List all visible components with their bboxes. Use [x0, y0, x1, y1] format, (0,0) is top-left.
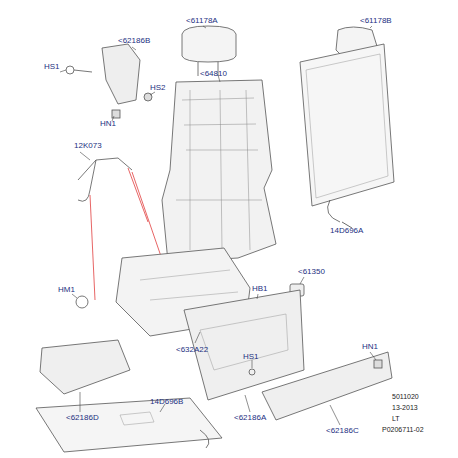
callout-number: HM1 [58, 285, 75, 294]
bolt [66, 66, 74, 74]
back-panel [300, 44, 394, 206]
frame-detail [176, 90, 262, 250]
callout-number: <632A22 [176, 345, 208, 354]
drawing-reference: LT [392, 415, 400, 423]
lower-trim [262, 352, 392, 420]
callout-number: 14D696A [330, 226, 363, 235]
callout-number: <61350 [298, 267, 325, 276]
nut [374, 360, 382, 368]
heater-pad [36, 398, 222, 452]
callout-number: HN1 [100, 119, 116, 128]
pad-wire [200, 430, 209, 448]
clip [76, 296, 88, 308]
screw [249, 369, 255, 375]
callout-number: HN1 [362, 342, 378, 351]
backrest-frame [162, 80, 276, 262]
drawing-reference: P0206711-02 [382, 426, 424, 434]
callout-number: HB1 [252, 284, 268, 293]
callout-number: <62186C [326, 426, 359, 435]
callout-number: HS1 [44, 62, 60, 71]
heater-wire [328, 200, 340, 222]
callout-number: <61178B [360, 16, 392, 25]
callout-number: <64810 [200, 69, 227, 78]
bolt-shank [74, 70, 92, 72]
inner-trim [40, 340, 130, 394]
wiring-harness [78, 158, 132, 201]
callout-number: HS2 [150, 83, 166, 92]
callout-number: <61178A [186, 16, 218, 25]
pad-detail [120, 412, 154, 425]
headrest [182, 26, 236, 62]
leader-line [60, 26, 376, 425]
hinge-cover [102, 44, 140, 104]
drawing-reference: 5011020 [392, 393, 419, 401]
callout-number: <62186B [118, 36, 150, 45]
cushion-detail [140, 270, 238, 300]
callout-number: <62186A [234, 413, 266, 422]
callout-number: <62186D [66, 413, 99, 422]
callout-number: 12K073 [74, 141, 102, 150]
nut [112, 110, 120, 118]
trim-detail [200, 314, 288, 370]
back-panel-pad [306, 54, 388, 198]
drawing-reference: 13-2013 [392, 404, 418, 412]
callout-number: HS1 [243, 352, 259, 361]
callout-number: 14D696B [150, 397, 183, 406]
